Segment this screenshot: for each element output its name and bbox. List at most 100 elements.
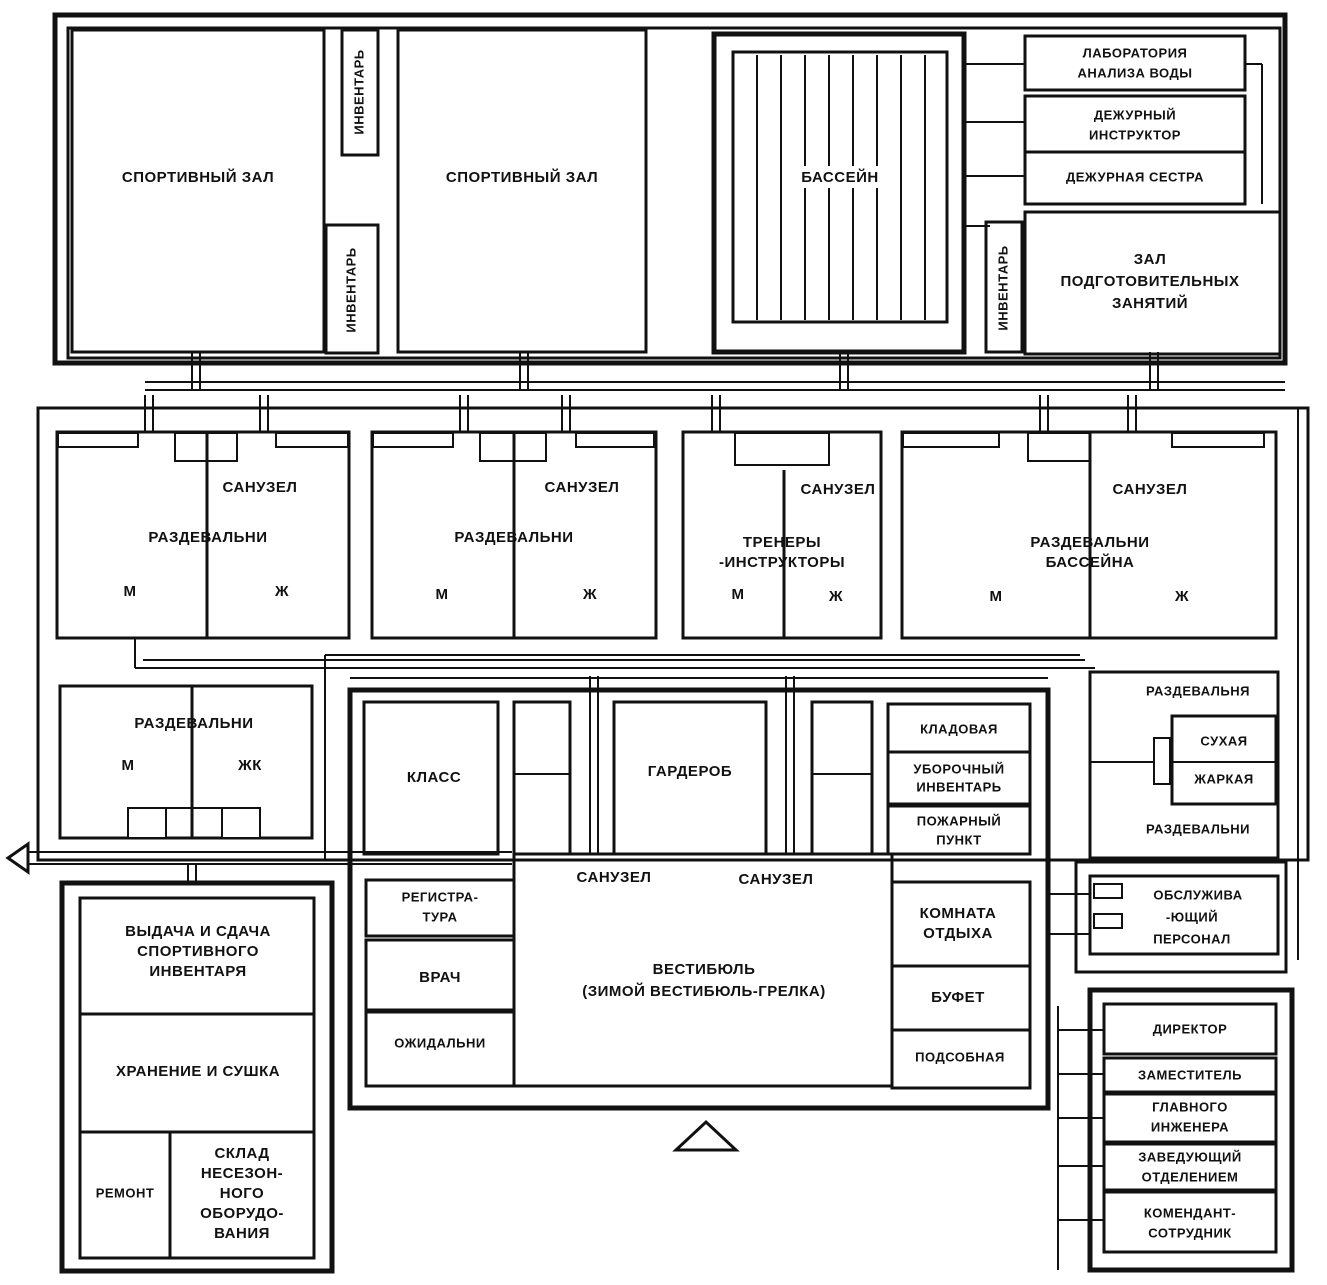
label-warehouse-2: НЕСЕЗОН- (201, 1165, 283, 1182)
label-locker-2: РАЗДЕВАЛЬНИ (454, 529, 573, 546)
off-season-warehouse (168, 1130, 316, 1260)
prep-hall (1023, 210, 1282, 356)
label-sauna-locker-2: РАЗДЕВАЛЬНИ (1146, 821, 1250, 836)
label-prep-hall-1: ЗАЛ (1134, 251, 1166, 268)
cleaning-room (886, 750, 1032, 806)
label-equip-2: СПОРТИВНОГО (137, 943, 259, 960)
duty-nurse (1023, 150, 1247, 206)
label-zh-1: Ж (274, 583, 289, 600)
pool (731, 50, 949, 324)
pool-outer (711, 31, 967, 355)
label-reception-1: РЕГИСТРА- (402, 889, 479, 904)
label-inventory-b: ИНВЕНТАРЬ (343, 247, 358, 332)
label-repair: РЕМОНТ (96, 1185, 155, 1200)
label-zh-5: ЖК (237, 757, 262, 774)
lobby-block (347, 676, 1090, 1111)
label-cleaning-2: ИНВЕНТАРЬ (916, 779, 1001, 794)
label-storeroom: КЛАДОВАЯ (920, 721, 998, 736)
label-deputy: ЗАМЕСТИТЕЛЬ (1138, 1067, 1242, 1082)
label-m-4: М (990, 588, 1003, 605)
locker-band (36, 395, 1310, 974)
label-zh-2: Ж (582, 586, 597, 603)
label-water-lab-2: АНАЛИЗА ВОДЫ (1078, 65, 1193, 80)
duty-instructor (1023, 94, 1247, 154)
label-chief-eng-2: ИНЖЕНЕРА (1151, 1119, 1229, 1134)
label-pool-locker-2: БАССЕЙНА (1046, 553, 1135, 571)
label-duty-instructor-2: ИНСТРУКТОР (1089, 127, 1181, 142)
label-warehouse-4: ОБОРУДО- (200, 1205, 284, 1222)
label-prep-hall-3: ЗАНЯТИЙ (1112, 294, 1188, 312)
label-duty-instructor-1: ДЕЖУРНЫЙ (1094, 107, 1176, 122)
label-m-2: М (436, 586, 449, 603)
label-sauna-dry: СУХАЯ (1200, 733, 1247, 748)
connectors-top (145, 352, 1285, 391)
label-class: КЛАСС (407, 769, 461, 786)
label-wc-3: САНУЗЕЛ (801, 481, 876, 498)
label-buffet: БУФЕТ (931, 989, 985, 1006)
label-lobby-wc-1: САНУЗЕЛ (577, 869, 652, 886)
label-commandant-2: СОТРУДНИК (1148, 1225, 1231, 1240)
top-block (52, 12, 1288, 366)
label-sauna-hot: ЖАРКАЯ (1193, 771, 1253, 786)
label-sport-hall-1: СПОРТИВНЫЙ ЗАЛ (122, 168, 274, 186)
water-lab (1023, 34, 1247, 92)
label-staff-2: -ЮЩИЙ (1166, 909, 1218, 924)
admin-block (1057, 987, 1295, 1273)
label-equip-1: ВЫДАЧА И СДАЧА (125, 923, 271, 940)
label-wc-4: САНУЗЕЛ (1113, 481, 1188, 498)
label-warehouse-3: НОГО (220, 1185, 264, 1202)
label-head-dept-2: ОТДЕЛЕНИЕМ (1142, 1169, 1239, 1184)
label-zh-3: Ж (828, 588, 843, 605)
label-inventory-a: ИНВЕНТАРЬ (351, 49, 366, 134)
label-trainers-2: -ИНСТРУКТОРЫ (719, 554, 845, 571)
label-warehouse-1: СКЛАД (214, 1145, 269, 1162)
label-m-1: М (124, 583, 137, 600)
label-wc-1: САНУЗЕЛ (223, 479, 298, 496)
label-reception-2: ТУРА (423, 909, 458, 924)
label-fire-2: ПУНКТ (936, 832, 982, 847)
equipment-block (59, 880, 335, 1274)
utility-room (890, 1028, 1032, 1090)
side-entrance-arrow (5, 841, 512, 885)
label-wc-2: САНУЗЕЛ (545, 479, 620, 496)
sauna-block (1088, 670, 1280, 860)
label-commandant-1: КОМЕНДАНТ- (1144, 1205, 1236, 1220)
label-storage-drying: ХРАНЕНИЕ И СУШКА (116, 1063, 280, 1080)
label-chief-eng-1: ГЛАВНОГО (1152, 1099, 1228, 1114)
label-water-lab-1: ЛАБОРАТОРИЯ (1083, 45, 1188, 60)
class-room (362, 700, 500, 856)
doctor-room (364, 938, 516, 1012)
commandant-office (1102, 1190, 1278, 1254)
sport-hall-1 (70, 28, 326, 354)
label-pool: БАССЕЙН (801, 168, 878, 186)
label-sauna-locker-1: РАЗДЕВАЛЬНЯ (1146, 683, 1250, 698)
label-cleaning-1: УБОРОЧНЫЙ (913, 761, 1004, 776)
label-cloakroom: ГАРДЕРОБ (648, 763, 732, 780)
label-rest-2: ОТДЫХА (923, 925, 993, 942)
label-warehouse-5: ВАНИЯ (214, 1225, 270, 1242)
inventory-room-a (340, 28, 380, 157)
fire-point (886, 804, 1032, 856)
label-zh-4: Ж (1174, 588, 1189, 605)
label-waiting: ОЖИДАЛЬНИ (394, 1035, 486, 1050)
staff-room (1088, 874, 1280, 956)
label-director: ДИРЕКТОР (1153, 1021, 1228, 1036)
labels: СПОРТИВНЫЙ ЗАЛ СПОРТИВНЫЙ ЗАЛ ИНВЕНТАРЬ … (96, 45, 1254, 1242)
label-lobby-wc-2: САНУЗЕЛ (739, 871, 814, 888)
waiting-room (364, 1010, 516, 1088)
label-locker-1: РАЗДЕВАЛЬНИ (148, 529, 267, 546)
sauna-rooms (1170, 714, 1278, 806)
label-rest-1: КОМНАТА (920, 905, 997, 922)
main-entrance-arrow (672, 1119, 740, 1152)
reception (364, 878, 516, 938)
label-staff-1: ОБСЛУЖИВА (1153, 887, 1242, 902)
label-lobby-2: (ЗИМОЙ ВЕСТИБЮЛЬ-ГРЕЛКА) (582, 982, 826, 1000)
label-inventory-c: ИНВЕНТАРЬ (995, 245, 1010, 330)
locker-room-small (58, 684, 314, 840)
label-head-dept-1: ЗАВЕДУЮЩИЙ (1138, 1149, 1241, 1164)
label-lobby-1: ВЕСТИБЮЛЬ (653, 961, 756, 978)
inventory-room-b (324, 223, 380, 355)
label-m-3: М (732, 586, 745, 603)
label-fire-1: ПОЖАРНЫЙ (917, 813, 1002, 828)
